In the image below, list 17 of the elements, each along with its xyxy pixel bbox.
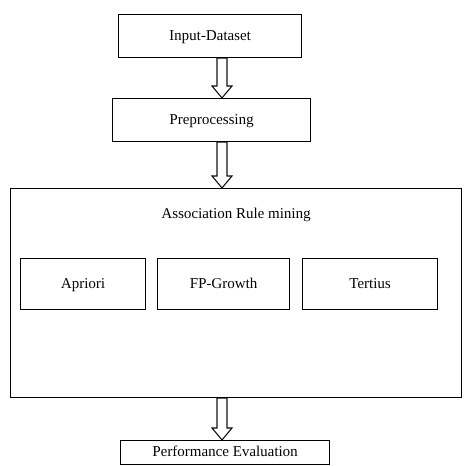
box-label: Input-Dataset [169, 26, 251, 46]
group-box [10, 188, 462, 398]
box-label: Performance Evaluation [152, 443, 298, 462]
hollow-arrow [210, 141, 234, 189]
process-box [302, 258, 438, 310]
process-box [20, 258, 146, 310]
box-label: FP-Growth [190, 274, 258, 294]
box-label: Preprocessing [169, 110, 254, 130]
process-box [120, 440, 330, 465]
process-box [157, 258, 290, 310]
process-box [112, 98, 311, 142]
hollow-arrow [210, 397, 234, 441]
box-label: Apriori [60, 274, 106, 294]
process-box [118, 14, 302, 58]
box-label: Association Rule mining [161, 205, 311, 224]
hollow-arrow [210, 57, 234, 99]
box-label: Tertius [349, 274, 391, 294]
